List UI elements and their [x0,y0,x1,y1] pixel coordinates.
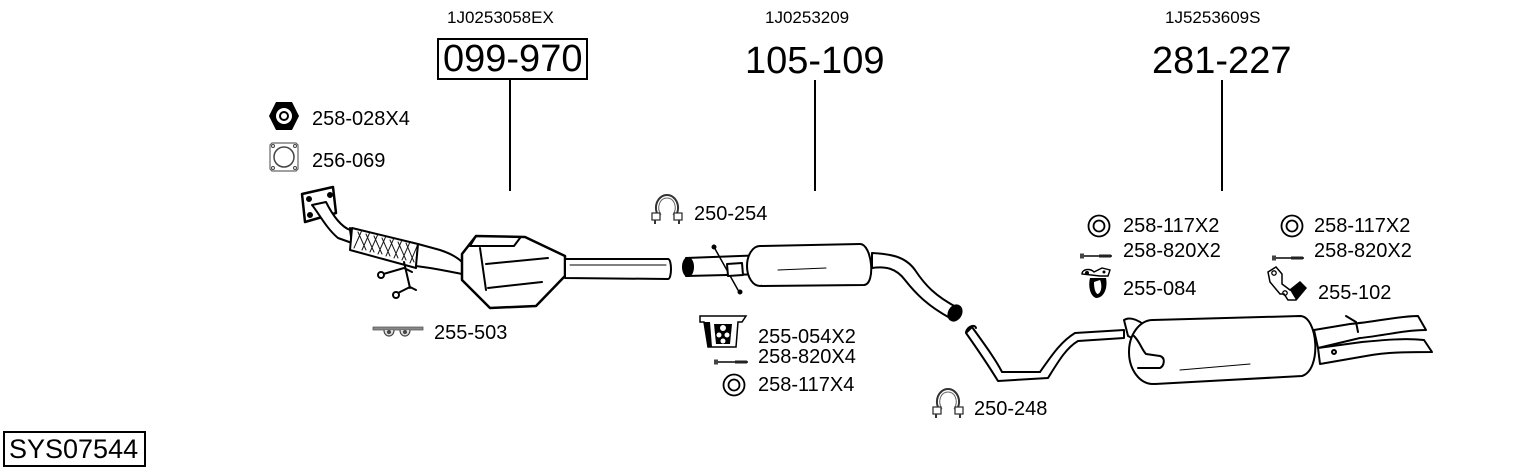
accessory-label-rubber-mount[interactable]: 255-503 [434,322,508,344]
leader-line-catalytic-converter [509,80,511,191]
washer-icon [1087,214,1111,238]
accessory-label-gasket[interactable]: 256-069 [312,150,386,172]
leader-line-middle-silencer [814,80,816,191]
accessory-label-nut[interactable]: 258-028X4 [312,108,410,130]
rear-silencer-drawing [965,315,1433,385]
oe-number-rear-silencer: 1J5253609S [1165,8,1261,27]
pipe-clamp-icon [932,387,964,418]
gasket-icon [269,142,299,172]
accessory-label-bolt-rear-1[interactable]: 258-820X2 [1123,240,1221,262]
accessory-label-bracket-rear-2[interactable]: 255-102 [1318,282,1392,304]
accessory-label-clamp-front[interactable]: 250-254 [694,203,768,225]
part-number-middle-silencer[interactable]: 105-109 [745,40,885,82]
accessory-label-bolt-rear-2[interactable]: 258-820X2 [1314,240,1412,262]
accessory-label-rubber-hanger-middle[interactable]: 255-054X2 [758,326,856,348]
washer-icon [722,373,746,397]
leader-line-rear-silencer [1221,80,1223,191]
bolt-icon [714,359,748,365]
bolt-icon [1080,253,1112,259]
accessory-label-rubber-hanger-rear-1[interactable]: 255-084 [1123,278,1197,300]
oe-number-middle-silencer: 1J0253209 [765,8,850,27]
part-number-rear-silencer[interactable]: 281-227 [1152,40,1292,82]
bolt-icon [1272,255,1304,261]
mounting-bracket-icon [1267,266,1308,301]
washer-icon [1280,214,1304,238]
hex-nut-icon [269,102,299,130]
rubber-hanger-icon [699,315,748,348]
oe-number-catalytic-converter: 1J0253058EX [447,8,554,27]
accessory-label-washer-rear-2[interactable]: 258-117X2 [1314,215,1411,237]
middle-silencer-drawing [682,243,963,322]
accessory-label-washer-middle[interactable]: 258-117X4 [758,374,855,396]
system-code-badge: SYS07544 [3,431,147,467]
rubber-mount-icon [372,326,424,337]
accessory-label-clamp-rear[interactable]: 250-248 [974,398,1048,420]
rubber-hanger-icon [1081,267,1111,298]
catalytic-converter-drawing [300,185,672,310]
accessory-label-washer-rear-1[interactable]: 258-117X2 [1123,215,1220,237]
pipe-clamp-icon [651,193,683,224]
part-number-catalytic-converter[interactable]: 099-970 [437,38,589,80]
accessory-label-bolt-middle[interactable]: 258-820X4 [758,346,856,368]
